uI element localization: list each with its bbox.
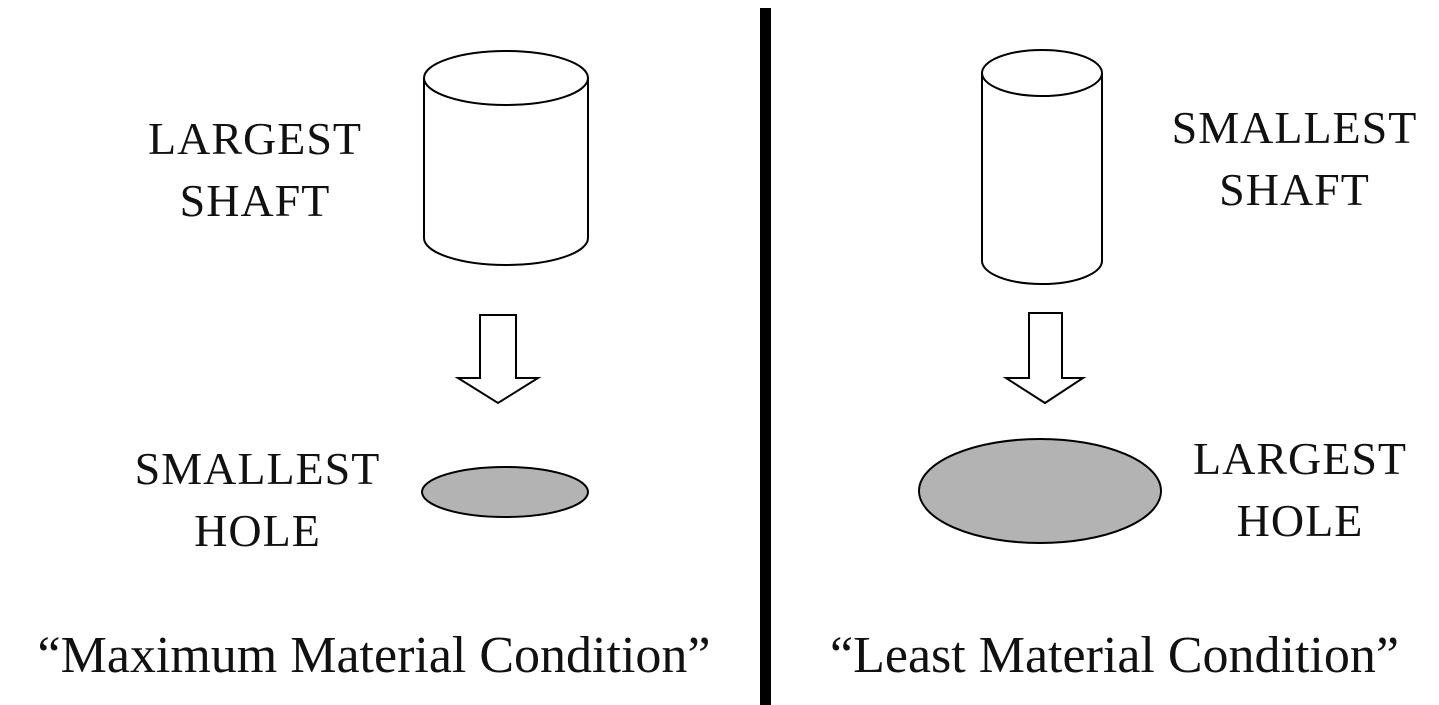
largest-shaft-label-line2: SHAFT [179,175,331,226]
smallest-hole-ellipse-icon [421,466,589,518]
largest-hole-label-line1: LARGEST [1193,433,1407,484]
largest-hole-ellipse-icon [918,438,1162,544]
largest-hole-label-line2: HOLE [1236,495,1364,546]
smallest-shaft-label-line1: SMALLEST [1171,102,1418,153]
left-down-arrow-icon [454,314,542,405]
right-down-arrow-icon [1002,312,1087,405]
least-material-condition-caption: “Least Material Condition” [830,627,1399,684]
largest-hole-label: LARGEST HOLE [1165,428,1435,552]
smallest-shaft-label: SMALLEST SHAFT [1150,97,1439,221]
panel-divider [760,8,771,705]
smallest-shaft-cylinder-icon [981,49,1103,285]
maximum-material-condition-caption: “Maximum Material Condition” [37,627,711,684]
largest-shaft-label: LARGEST SHAFT [120,108,390,232]
smallest-hole-label-line2: HOLE [194,505,321,556]
smallest-hole-label-line1: SMALLEST [134,443,381,494]
smallest-shaft-label-line2: SHAFT [1219,164,1370,215]
largest-shaft-label-line1: LARGEST [148,113,362,164]
largest-shaft-cylinder-icon [423,50,589,266]
smallest-hole-label: SMALLEST HOLE [110,438,405,562]
